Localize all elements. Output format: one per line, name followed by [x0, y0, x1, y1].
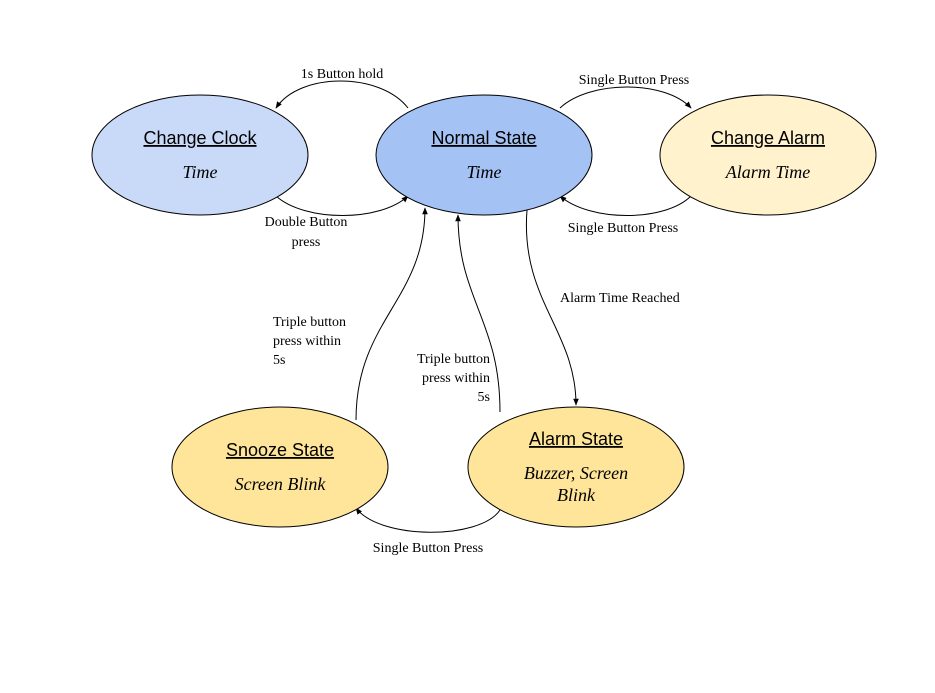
state-alarm-sub-line1: Buzzer, Screen	[524, 463, 628, 483]
label-clock-to-normal-line1: Double Button	[265, 215, 348, 230]
edge-alarm-to-normal	[455, 214, 501, 413]
state-change-alarm: Change Alarm Alarm Time	[659, 94, 877, 216]
state-alarm-sub-line2: Blink	[557, 485, 596, 505]
state-alarm-shape	[467, 406, 685, 528]
edges	[275, 80, 692, 533]
edge-normal-to-change-alarm	[559, 86, 692, 109]
label-normal-to-clock: 1s Button hold	[301, 67, 383, 82]
label-alarm-to-normal-line3: 5s	[478, 390, 490, 405]
edge-snooze-to-normal	[355, 207, 428, 421]
state-snooze-title: Snooze State	[226, 440, 334, 460]
state-change-clock: Change Clock Time	[91, 94, 309, 216]
state-normal-shape	[375, 94, 593, 216]
label-alarm-to-normal-line2: press within	[422, 371, 490, 386]
label-change-alarm-to-normal: Single Button Press	[568, 221, 678, 236]
state-change-clock-sub: Time	[182, 162, 217, 182]
state-change-alarm-shape	[659, 94, 877, 216]
state-change-clock-shape	[91, 94, 309, 216]
edge-normal-to-alarm-state	[525, 209, 579, 406]
label-normal-to-change-alarm: Single Button Press	[579, 73, 689, 88]
state-alarm: Alarm State Buzzer, Screen Blink	[467, 406, 685, 528]
edge-normal-to-clock	[275, 80, 409, 109]
label-clock-to-normal-line2: press	[292, 235, 321, 250]
state-change-clock-title: Change Clock	[143, 128, 257, 148]
state-change-alarm-sub: Alarm Time	[725, 162, 811, 182]
state-change-alarm-title: Change Alarm	[711, 128, 825, 148]
state-snooze: Snooze State Screen Blink	[171, 406, 389, 528]
label-snooze-to-normal-line1: Triple button	[273, 315, 346, 330]
label-alarm-to-snooze: Single Button Press	[373, 541, 483, 556]
label-alarm-to-normal-line1: Triple button	[417, 352, 490, 367]
edge-alarm-to-snooze	[355, 507, 501, 533]
label-snooze-to-normal-line2: press within	[273, 334, 341, 349]
edge-labels: 1s Button hold Double Button press Singl…	[265, 67, 690, 556]
state-normal-title: Normal State	[431, 128, 536, 148]
state-snooze-sub: Screen Blink	[235, 474, 327, 494]
edge-change-alarm-to-normal	[559, 195, 692, 216]
label-snooze-to-normal-line3: 5s	[273, 353, 285, 368]
state-normal-sub: Time	[466, 162, 501, 182]
edge-clock-to-normal	[275, 195, 409, 216]
state-snooze-shape	[171, 406, 389, 528]
state-alarm-title: Alarm State	[529, 429, 623, 449]
state-normal: Normal State Time	[375, 94, 593, 216]
label-normal-to-alarm-state: Alarm Time Reached	[560, 291, 680, 306]
